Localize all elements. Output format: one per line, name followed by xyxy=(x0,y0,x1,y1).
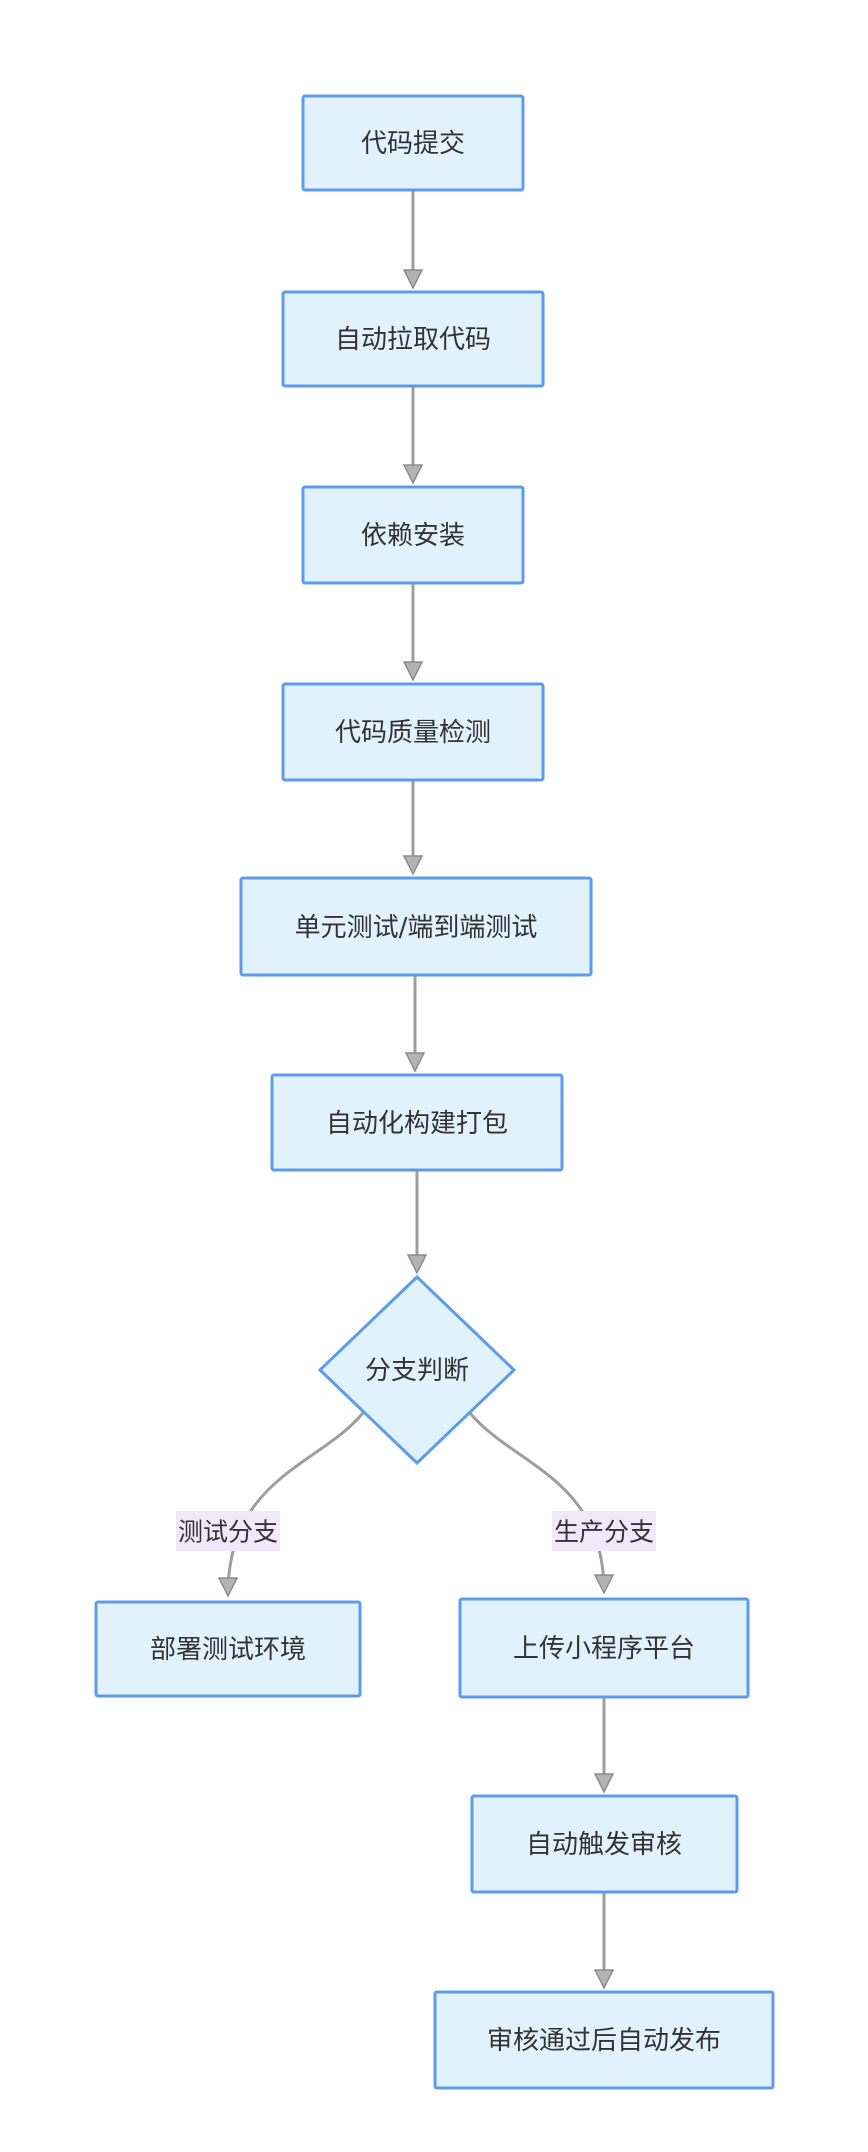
node-branch-decision: 分支判断 xyxy=(317,1274,517,1466)
edge-label-prod-branch-text: 生产分支 xyxy=(554,1518,654,1547)
node-auto-publish-label: 审核通过后自动发布 xyxy=(487,2026,721,2056)
node-upload-miniprogram: 上传小程序平台 xyxy=(458,1597,750,1699)
node-auto-build-box xyxy=(270,1073,564,1172)
node-code-quality-label: 代码质量检测 xyxy=(335,718,491,748)
node-branch-decision-diamond xyxy=(317,1274,517,1466)
node-unit-e2e-test: 单元测试/端到端测试 xyxy=(239,876,593,977)
node-auto-build: 自动化构建打包 xyxy=(270,1073,564,1172)
node-auto-trigger-review-label: 自动触发审核 xyxy=(526,1830,682,1860)
edge-label-test-branch-text: 测试分支 xyxy=(178,1518,278,1547)
edge-label-prod-branch: 生产分支 xyxy=(552,1511,656,1551)
node-auto-pull-code: 自动拉取代码 xyxy=(281,290,545,388)
node-unit-e2e-test-box xyxy=(239,876,593,977)
edge-label-test-branch: 测试分支 xyxy=(176,1511,280,1551)
node-auto-pull-code-label: 自动拉取代码 xyxy=(335,325,491,355)
node-code-quality: 代码质量检测 xyxy=(281,682,545,782)
node-code-quality-box xyxy=(281,682,545,782)
node-auto-publish-box xyxy=(433,1990,775,2090)
edge-label-prod-branch-bg xyxy=(552,1511,656,1551)
node-install-deps-box xyxy=(301,485,525,585)
node-deploy-test-env-box xyxy=(94,1600,362,1698)
node-auto-trigger-review: 自动触发审核 xyxy=(470,1794,739,1894)
node-unit-e2e-test-label: 单元测试/端到端测试 xyxy=(295,913,538,943)
edge-label-test-branch-bg xyxy=(176,1511,280,1551)
edge-decision-to-deploy-test xyxy=(217,1412,365,1598)
node-deploy-test-env: 部署测试环境 xyxy=(94,1600,362,1698)
node-install-deps-label: 依赖安装 xyxy=(361,521,465,551)
node-code-commit-box xyxy=(301,94,525,192)
node-auto-trigger-review-box xyxy=(470,1794,739,1894)
node-code-commit: 代码提交 xyxy=(301,94,525,192)
node-branch-decision-label: 分支判断 xyxy=(365,1356,469,1386)
node-deploy-test-env-label: 部署测试环境 xyxy=(150,1635,306,1665)
node-install-deps: 依赖安装 xyxy=(301,485,525,585)
edge-decision-to-upload xyxy=(468,1412,615,1595)
node-upload-miniprogram-box xyxy=(458,1597,750,1699)
node-upload-miniprogram-label: 上传小程序平台 xyxy=(513,1634,695,1664)
node-auto-build-label: 自动化构建打包 xyxy=(326,1109,508,1139)
edges xyxy=(217,190,615,1990)
node-code-commit-label: 代码提交 xyxy=(361,129,465,159)
node-auto-pull-code-box xyxy=(281,290,545,388)
node-auto-publish: 审核通过后自动发布 xyxy=(433,1990,775,2090)
